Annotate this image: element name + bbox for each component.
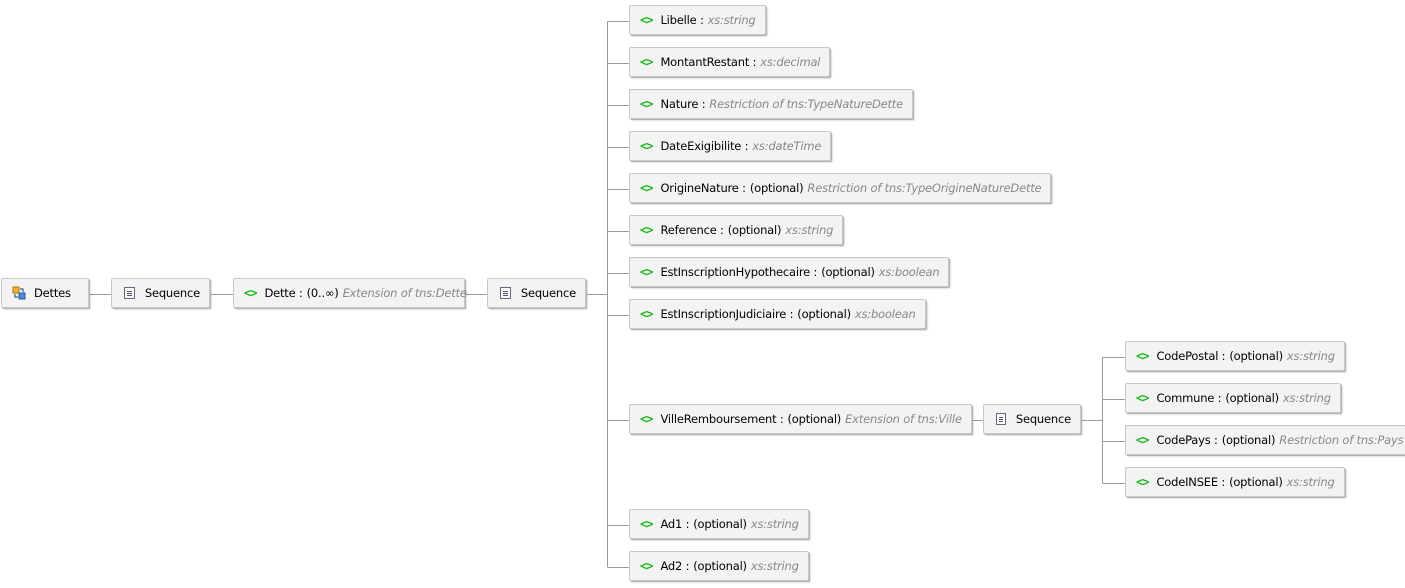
element-name: CodeINSEE : — [1156, 475, 1226, 489]
element-node-libelle[interactable]: <> Libelle : xs:string — [629, 5, 766, 35]
element-optional: (optional) — [821, 265, 875, 279]
element-node-reference[interactable]: <> Reference : (optional) xs:string — [629, 215, 844, 245]
element-icon: <> — [640, 97, 653, 111]
element-type: xs:string — [1286, 349, 1335, 363]
element-name: CodePostal : — [1156, 349, 1226, 363]
element-optional: (optional) — [693, 559, 747, 573]
element-icon: <> — [640, 13, 653, 27]
element-name: Commune : — [1156, 391, 1222, 405]
sequence-node[interactable]: Sequence — [487, 278, 586, 308]
element-name: Ad1 : — [660, 517, 690, 531]
element-icon: <> — [244, 286, 257, 300]
element-node-dateexigibilite[interactable]: <> DateExigibilite : xs:dateTime — [629, 131, 832, 161]
element-type: xs:string — [785, 223, 834, 237]
element-type: xs:string — [707, 13, 756, 27]
root-node-dettes[interactable]: Dettes — [1, 278, 89, 308]
element-optional: (optional) — [1229, 349, 1283, 363]
sequence-icon — [500, 287, 511, 299]
element-optional: (optional) — [749, 181, 804, 195]
element-icon: <> — [1136, 349, 1149, 363]
sequence-label: Sequence — [520, 286, 576, 300]
element-type: xs:decimal — [760, 55, 821, 69]
element-icon: <> — [640, 559, 653, 573]
element-icon: <> — [640, 517, 653, 531]
element-optional: (optional) — [1221, 433, 1276, 447]
element-icon: <> — [640, 265, 653, 279]
element-icon: <> — [640, 55, 653, 69]
element-node-commune[interactable]: <> Commune : (optional) xs:string — [1125, 383, 1341, 413]
element-type: xs:string — [1282, 391, 1331, 405]
sequence-label: Sequence — [144, 286, 200, 300]
element-icon: <> — [640, 307, 653, 321]
element-name: VilleRemboursement : — [660, 412, 784, 426]
element-name: Dette : — [264, 286, 303, 300]
element-type: xs:string — [750, 559, 799, 573]
element-optional: (optional) — [727, 223, 782, 237]
element-type: xs:dateTime — [752, 139, 822, 153]
element-name: Libelle : — [660, 13, 704, 27]
sequence-node[interactable]: Sequence — [111, 278, 210, 308]
element-occurs: (0..∞) — [306, 286, 339, 300]
element-icon: <> — [1136, 475, 1149, 489]
element-type: xs:boolean — [878, 265, 940, 279]
element-node-montantrestant[interactable]: <> MontantRestant : xs:decimal — [629, 47, 831, 77]
complex-type-icon — [12, 286, 26, 300]
element-type: Restriction of tns:TypeNatureDette — [709, 97, 903, 111]
element-optional: (optional) — [797, 307, 851, 321]
element-optional: (optional) — [1225, 391, 1279, 405]
root-node-label: Dettes — [34, 286, 71, 300]
element-icon: <> — [640, 412, 653, 426]
element-name: EstInscriptionHypothecaire : — [660, 265, 818, 279]
element-optional: (optional) — [693, 517, 747, 531]
element-name: OrigineNature : — [660, 181, 746, 195]
element-node-codepays[interactable]: <> CodePays : (optional) Restriction of … — [1125, 425, 1405, 455]
element-node-estinscriptionjudiciaire[interactable]: <> EstInscriptionJudiciaire : (optional)… — [629, 299, 926, 329]
element-type: Extension of tns:Ville — [845, 412, 962, 426]
element-optional: (optional) — [787, 412, 842, 426]
element-node-villeremboursement[interactable]: <> VilleRemboursement : (optional) Exten… — [629, 404, 972, 434]
element-type: xs:boolean — [854, 307, 916, 321]
element-icon: <> — [1136, 433, 1149, 447]
element-node-codeinsee[interactable]: <> CodeINSEE : (optional) xs:string — [1125, 467, 1345, 497]
sequence-icon — [124, 287, 135, 299]
element-node-ad2[interactable]: <> Ad2 : (optional) xs:string — [629, 551, 809, 581]
element-icon: <> — [1136, 391, 1149, 405]
sequence-label: Sequence — [1015, 412, 1071, 426]
element-name: DateExigibilite : — [660, 139, 749, 153]
element-type: xs:string — [750, 517, 799, 531]
element-name: MontantRestant : — [660, 55, 757, 69]
element-icon: <> — [640, 139, 653, 153]
element-name: EstInscriptionJudiciaire : — [660, 307, 794, 321]
element-name: Nature : — [660, 97, 706, 111]
sequence-icon — [996, 413, 1006, 425]
element-type: xs:string — [1286, 475, 1335, 489]
element-node-estinscriptionhypothecaire[interactable]: <> EstInscriptionHypothecaire : (optiona… — [629, 257, 950, 287]
sequence-node[interactable]: Sequence — [983, 404, 1081, 434]
element-node-ad1[interactable]: <> Ad1 : (optional) xs:string — [629, 509, 809, 539]
element-node-codepostal[interactable]: <> CodePostal : (optional) xs:string — [1125, 341, 1345, 371]
element-name: Ad2 : — [660, 559, 690, 573]
element-node-nature[interactable]: <> Nature : Restriction of tns:TypeNatur… — [629, 89, 913, 119]
element-type: Extension of tns:Dette — [342, 286, 467, 300]
element-node-dette[interactable]: <> Dette : (0..∞) Extension of tns:Dette — [233, 278, 467, 308]
element-name: CodePays : — [1156, 433, 1218, 447]
element-icon: <> — [640, 181, 653, 195]
element-optional: (optional) — [1229, 475, 1283, 489]
element-type: Restriction of tns:Pays — [1279, 433, 1404, 447]
element-icon: <> — [640, 223, 653, 237]
element-name: Reference : — [660, 223, 724, 237]
element-node-originenature[interactable]: <> OrigineNature : (optional) Restrictio… — [629, 173, 1052, 203]
element-type: Restriction of tns:TypeOrigineNatureDett… — [807, 181, 1042, 195]
